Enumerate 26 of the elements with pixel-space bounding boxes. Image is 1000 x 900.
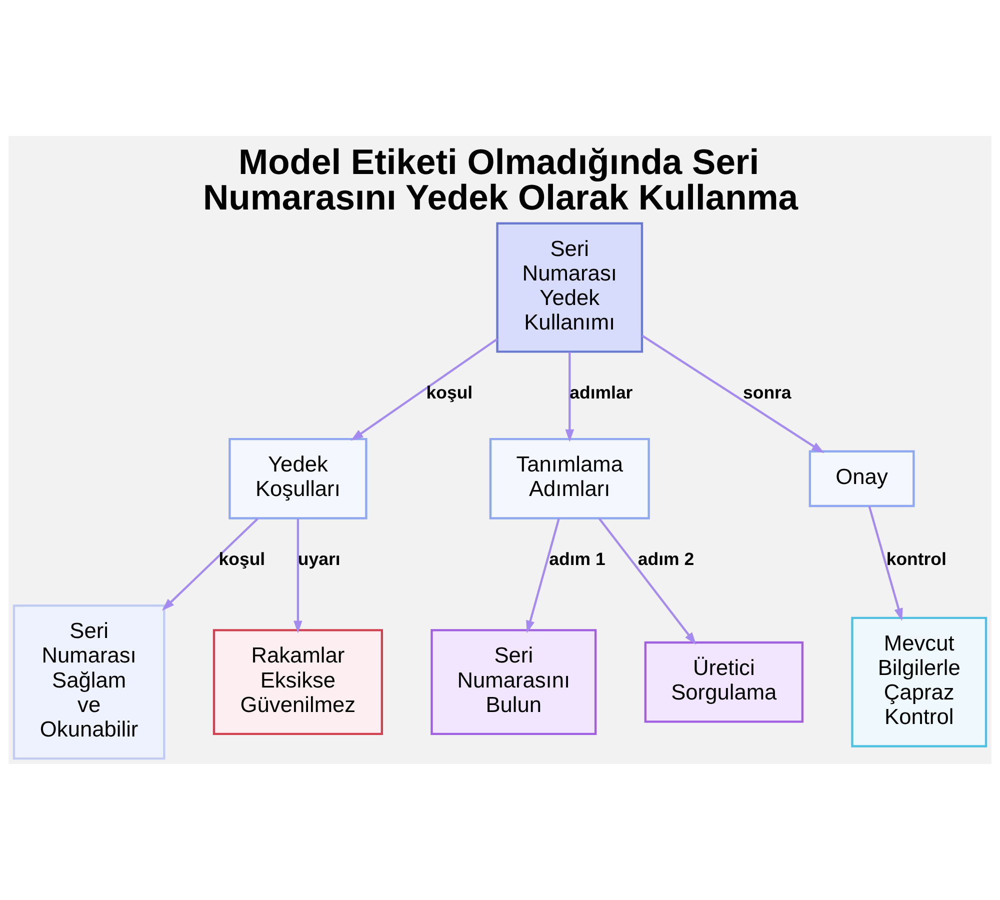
node-box: Seri Numarasını Bulun	[430, 629, 597, 736]
node-box: Tanımlama Adımları	[489, 438, 650, 520]
edge-label: koşul	[426, 382, 473, 403]
node-box: Seri Numarası Sağlam ve Okunabilir	[12, 604, 166, 760]
edge-label: adım 2	[638, 549, 694, 570]
arrow	[598, 518, 696, 645]
arrow	[526, 518, 560, 634]
edge-label: koşul	[218, 549, 266, 570]
node-box: Onay	[808, 450, 915, 508]
arrow	[162, 518, 258, 611]
node-box: Yedek Koşulları	[228, 438, 368, 520]
node-box: Üretici Sorgulama	[644, 641, 804, 723]
arrow	[565, 352, 574, 442]
arrow	[868, 506, 903, 621]
node-box: Mevcut Bilgilerle Çapraz Kontrol	[851, 616, 988, 748]
node-box: Rakamlar Eksikse Güvenilmez	[212, 629, 383, 736]
arrow	[642, 334, 824, 454]
edge-label: uyarı	[298, 549, 340, 570]
node-box: Seri Numarası Yedek Kullanımı	[496, 222, 644, 353]
edge-label: adım 1	[549, 549, 606, 570]
arrow	[294, 518, 302, 634]
diagram-title: Model Etiketi Olmadığında Seri Numarasını Yedek Olarak Kullanma	[203, 142, 798, 218]
arrow	[350, 338, 498, 441]
edge-label: kontrol	[886, 549, 946, 570]
edge-label: sonra	[743, 382, 792, 403]
edge-label: adımlar	[570, 382, 633, 403]
